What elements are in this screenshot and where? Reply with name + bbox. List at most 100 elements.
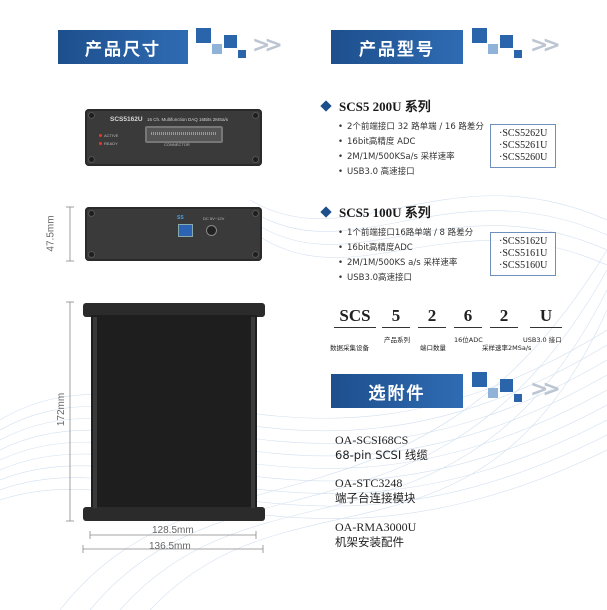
code-underline [334, 327, 376, 328]
screw [88, 156, 95, 163]
model-code-part: 2 [427, 306, 437, 325]
height-dimension-line [66, 206, 74, 262]
accessory-desc: 端子台连接模块 [335, 491, 416, 505]
accessory-item: OA-RMA3000U 机架安装配件 [335, 520, 416, 550]
code-underline [382, 327, 410, 328]
accessory-desc: 机架安装配件 [335, 535, 404, 549]
model-item: ·SCS5261U [499, 140, 548, 151]
header-decor-square [488, 388, 498, 398]
depth-dimension-line [66, 301, 74, 522]
front-desc-label: 16 Ch. Multifunction DAQ 16Bits 2MSa/s [147, 117, 229, 122]
dc-power-port [206, 225, 217, 236]
accessory-desc: 68-pin SCSI 线缆 [335, 448, 428, 462]
size-section-header: 产品尺寸 [58, 30, 188, 64]
series-feature-list: 1个前端接口16路单端 / 8 路差分 16bit高精度ADC 2M/1M/50… [338, 226, 473, 286]
connector-label: CONNECTOR [164, 142, 190, 147]
screw [252, 156, 259, 163]
header-decor-square [514, 394, 522, 402]
series-title: SCS5 100U 系列 [320, 202, 431, 221]
model-code-part: 5 [391, 306, 401, 325]
model-item: ·SCS5260U [499, 152, 548, 163]
feature-item: 2M/1M/500KS a/s 采样速率 [338, 256, 473, 271]
model-item: ·SCS5262U [499, 128, 548, 139]
accessory-section-header: 选附件 [331, 374, 463, 408]
accessory-section-title: 选附件 [368, 383, 426, 404]
feature-item: USB3.0 高速接口 [338, 165, 484, 180]
screw [88, 251, 95, 258]
led-ready-label: READY [104, 141, 118, 146]
accessory-code: OA-RMA3000U [335, 520, 417, 534]
screw [252, 210, 259, 217]
header-decor-square [500, 379, 513, 392]
diamond-bullet-icon [320, 206, 332, 218]
model-item: ·SCS5161U [499, 248, 548, 259]
scsi-connector [145, 126, 223, 143]
model-code-part: 6 [463, 306, 473, 325]
device-back-panel: SS DC 5V~12V [85, 207, 262, 261]
code-underline [530, 327, 562, 328]
code-underline [454, 327, 482, 328]
led-active-label: ACTIVE [104, 133, 119, 138]
code-underline [418, 327, 446, 328]
accessory-item: OA-STC3248 端子台连接模块 [335, 476, 416, 506]
width-outer-label: 136.5mm [149, 541, 191, 552]
header-decor-square [472, 28, 487, 43]
led-ready [99, 142, 102, 145]
feature-item: 16bit高精度 ADC [338, 135, 484, 150]
depth-dimension-label: 172mm [56, 392, 68, 427]
screw [88, 210, 95, 217]
chevron-right-icon: >> [530, 33, 561, 58]
front-model-label: SCS5162U [110, 116, 143, 123]
code-label: USB3.0 接口 [523, 336, 562, 344]
accessory-code: OA-SCSI68CS [335, 433, 409, 447]
code-label: 端口数量 [420, 344, 446, 352]
dc-label: DC 5V~12V [203, 216, 225, 221]
screw [88, 112, 95, 119]
diamond-bullet-icon [320, 100, 332, 112]
feature-item: 2个前端接口 32 路单端 / 16 路差分 [338, 120, 484, 135]
model-code-part: SCS [339, 306, 371, 325]
screw [252, 112, 259, 119]
height-dimension-label: 47.5mm [45, 215, 57, 252]
header-decor-square [224, 35, 237, 48]
usb-port [178, 224, 193, 237]
header-decor-square [212, 44, 222, 54]
series-feature-list: 2个前端接口 32 路单端 / 16 路差分 16bit高精度 ADC 2M/1… [338, 120, 484, 180]
accessory-item: OA-SCSI68CS 68-pin SCSI 线缆 [335, 433, 428, 463]
chevron-right-icon: >> [530, 377, 561, 402]
code-underline [490, 327, 518, 328]
device-front-panel: SCS5162U 16 Ch. Multifunction DAQ 16Bits… [85, 109, 262, 166]
model-code-part: U [539, 306, 553, 325]
accessory-code: OA-STC3248 [335, 476, 403, 490]
series-title: SCS5 200U 系列 [320, 96, 431, 115]
header-decor-square [488, 44, 498, 54]
device-top-view [83, 303, 265, 521]
header-decor-square [500, 35, 513, 48]
feature-item: USB3.0高速接口 [338, 271, 473, 286]
size-section-title: 产品尺寸 [85, 39, 161, 60]
model-code-part: 2 [499, 306, 509, 325]
width-dimension-lines [82, 531, 264, 553]
led-active [99, 134, 102, 137]
width-inner-label: 128.5mm [152, 525, 194, 536]
screw [252, 251, 259, 258]
feature-item: 2M/1M/500KSa/s 采样速率 [338, 150, 484, 165]
code-label: 采样速率2MSa/s [482, 344, 532, 352]
code-label: 数据采集设备 [330, 344, 369, 352]
code-label: 16位ADC [454, 336, 483, 344]
header-decor-square [238, 50, 246, 58]
feature-item: 16bit高精度ADC [338, 241, 473, 256]
model-list-box: ·SCS5162U ·SCS5161U ·SCS5160U [490, 232, 557, 276]
header-decor-square [472, 372, 487, 387]
usb-logo-icon: SS [177, 215, 184, 221]
model-list-box: ·SCS5262U ·SCS5261U ·SCS5260U [490, 124, 557, 168]
model-item: ·SCS5160U [499, 260, 548, 271]
header-decor-square [196, 28, 211, 43]
model-section-header: 产品型号 [331, 30, 463, 64]
model-section-title: 产品型号 [359, 39, 435, 60]
chevron-right-icon: >> [252, 33, 283, 58]
code-label: 产品系列 [384, 336, 410, 344]
model-item: ·SCS5162U [499, 236, 548, 247]
feature-item: 1个前端接口16路单端 / 8 路差分 [338, 226, 473, 241]
header-decor-square [514, 50, 522, 58]
